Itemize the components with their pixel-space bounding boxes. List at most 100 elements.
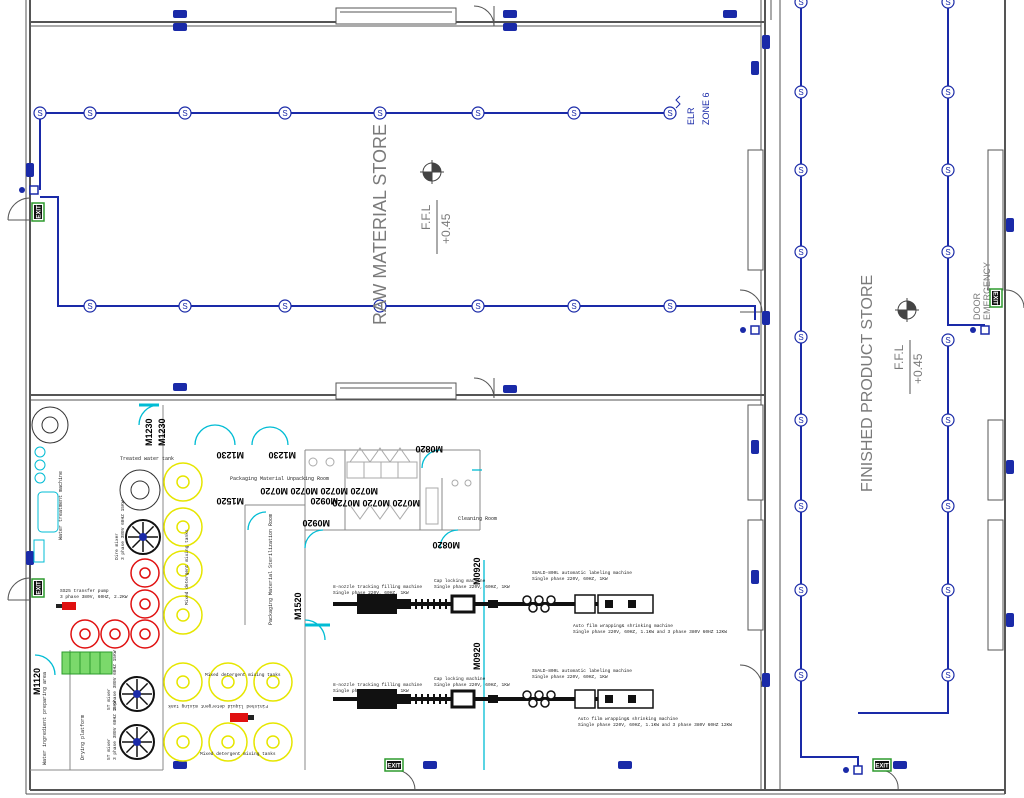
svg-text:S: S (571, 109, 576, 118)
alarm-bell-icon (762, 35, 770, 49)
svg-text:S: S (945, 248, 950, 257)
sprinkler-head-icon: S (941, 583, 955, 597)
sprinkler-head-icon: S (941, 499, 955, 513)
svg-text:S: S (377, 109, 382, 118)
drying-platform-label: Drying platform (80, 715, 86, 760)
alarm-bell-icon (751, 440, 759, 454)
sprinkler-head-icon: S (794, 330, 808, 344)
door-emergency-label-2: EMERGENCY (982, 262, 992, 320)
door-code: M1230 (144, 418, 154, 446)
sprinkler-head-icon: S (567, 106, 581, 120)
svg-text:S: S (798, 166, 803, 175)
svg-text:S: S (945, 671, 950, 680)
sprinkler-head-icon: S (941, 163, 955, 177)
sprinkler-head-icon: S (33, 106, 47, 120)
ffl-value-finished: +0.45 (911, 353, 925, 384)
svg-text:S: S (377, 302, 382, 311)
mixing-tank-icon (163, 462, 203, 502)
sprinkler-head-icon: S (794, 245, 808, 259)
svg-text:S: S (37, 109, 42, 118)
level-marker-icon (420, 160, 444, 184)
sprinkler-head-icon: S (278, 299, 292, 313)
level-marker-icon (895, 298, 919, 322)
alarm-bell-icon (423, 761, 437, 769)
alarm-bell-icon (173, 761, 187, 769)
svg-text:S: S (798, 333, 803, 342)
svg-text:S: S (282, 302, 287, 311)
alarm-bell-icon (762, 311, 770, 325)
door-code: M0920 (302, 518, 330, 528)
alarm-bell-icon (26, 551, 34, 565)
alarm-bell-icon (173, 383, 187, 391)
zone-label: ZONE 6 (701, 92, 711, 125)
sprinkler-head-icon: S (663, 299, 677, 313)
svg-text:S: S (798, 88, 803, 97)
production-line-2 (333, 689, 654, 709)
door-codes: M1230 M1230 M1230 M1230 M1520 M1520 M092… (32, 418, 482, 695)
sprinkler-head-icon: S (941, 413, 955, 427)
transfer-pump-spec: 3 phase 380V, 60HZ, 2.2KW (60, 594, 128, 600)
exit-sign-icon: EXIT (31, 202, 45, 222)
unpacking-room-label: Packaging Material Unpacking Room (230, 476, 329, 482)
sprinkler-head-icon: S (373, 106, 387, 120)
interior-doors (34, 403, 485, 770)
svg-text:S: S (945, 336, 950, 345)
alarm-bell-icon (751, 61, 759, 75)
mixing-tank-icon (163, 722, 203, 762)
sprinkler-head-icon: S (278, 106, 292, 120)
svg-text:S: S (945, 586, 950, 595)
exit-sign-icon: EXIT (872, 758, 892, 772)
labeling-2-title: SUALD-800L automatic labeling machine (532, 668, 632, 674)
water-equipment (31, 406, 161, 675)
labeling-1-title: SUALD-800L automatic labeling machine (532, 570, 632, 576)
water-treatment-label: Water treatment machine (58, 471, 64, 540)
alarm-bell-icon (173, 10, 187, 18)
alarm-bell-icon (1006, 218, 1014, 232)
svg-text:EXIT: EXIT (37, 581, 43, 595)
door-code: M1230 (157, 418, 167, 446)
svg-text:S: S (571, 302, 576, 311)
production-partitions (30, 405, 481, 771)
alarm-bell-icon (893, 761, 907, 769)
sprinkler-wiring-raw (39, 112, 756, 320)
raw-material-store-label: RAW MATERIAL STORE (370, 124, 390, 325)
sprinkler-head-icon: S (941, 85, 955, 99)
door-code: M0720 M0720 M0720 M0720 (260, 486, 378, 496)
mixing-tank-icon (163, 507, 203, 547)
shrink-1-spec: Single phase 220V, 60HZ, 1.1KW and 3 pha… (573, 629, 727, 635)
sprinkler-head-icon: S (471, 299, 485, 313)
red-tank-icon (100, 619, 130, 649)
alarm-bell-icon (1006, 460, 1014, 474)
manual-call-point-icon (740, 325, 760, 335)
svg-text:S: S (87, 302, 92, 311)
shrink-2-spec: Single phase 220V, 60HZ, 1.1KW and 3 pha… (578, 722, 732, 728)
sprinkler-head-icon: S (941, 245, 955, 259)
sprinkler-head-icon: S (941, 668, 955, 682)
svg-text:S: S (798, 416, 803, 425)
red-tanks (70, 558, 160, 649)
production-line-1 (333, 594, 654, 614)
manual-call-point-icon (19, 185, 39, 195)
mixing-tanks-label-3: Mixed detergent mixing tanks (200, 751, 276, 757)
svg-text:S: S (945, 502, 950, 511)
mixer-3-title: 5T mixer (106, 738, 112, 760)
red-tank-icon (130, 619, 160, 649)
alarm-bell-icon (751, 570, 759, 584)
shrink-1-title: Auto film wrapping& shrinking machine (573, 623, 673, 629)
mixing-tank-icon (208, 662, 248, 702)
mixing-tanks (163, 462, 293, 762)
exit-sign-icon: EXIT (989, 288, 1003, 308)
labeling-2-spec: Single phase 220V, 60HZ, 1KW (532, 674, 608, 680)
mixing-tanks-label-1: Mixed detergent mixing tanks (184, 529, 190, 605)
cleaning-room-label: Cleaning Room (458, 516, 497, 522)
labeling-1-spec: Single phase 220V, 60HZ, 1KW (532, 576, 608, 582)
sprinkler-head-icon: S (373, 299, 387, 313)
mixer-1-spec: 3 phase 380V 60HZ 15KW (120, 500, 126, 560)
door-code: M1120 (32, 668, 42, 695)
door-code: M0820 (415, 444, 443, 454)
mixing-tanks-label-2: Mixed detergent mixing tanks (205, 672, 281, 678)
door-code: M1230 (216, 450, 244, 460)
sprinkler-head-icon: S (178, 299, 192, 313)
filling-1-spec: Single phase 220V, 60HZ, 1KW (333, 590, 409, 596)
